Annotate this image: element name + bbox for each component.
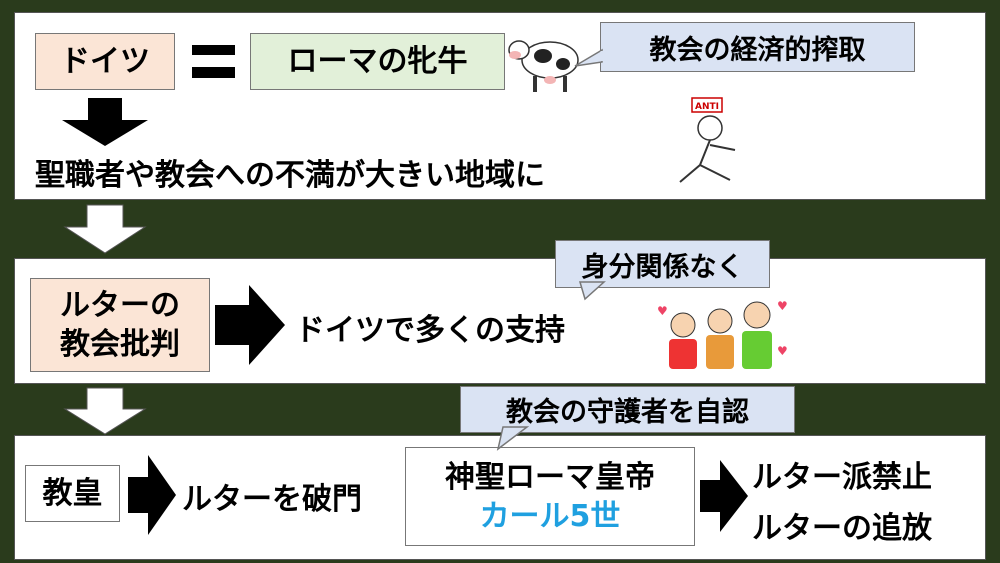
down-arrow-white-icon <box>63 204 147 254</box>
cheering-people-icon: ♥ ♥ ♥ <box>657 299 788 369</box>
down-arrow-icon <box>62 98 148 146</box>
ban-lutheranism-text: ルター派禁止 <box>752 460 932 495</box>
right-arrow-icon <box>128 455 176 535</box>
roman-cow-label: ローマの牝牛 <box>287 44 468 79</box>
right-arrow-icon <box>215 285 285 365</box>
svg-text:ANTI: ANTI <box>695 102 719 112</box>
callout-text: 教会の守護者を自認 <box>506 397 749 428</box>
pope-label: 教皇 <box>42 476 103 511</box>
callout-tail <box>574 48 604 67</box>
equals-sign <box>192 45 235 55</box>
pope-box: 教皇 <box>25 465 120 522</box>
equals-sign-bar <box>192 67 235 78</box>
economic-exploitation-callout: 教会の経済的搾取 <box>600 22 915 72</box>
support-text: ドイツで多くの支持 <box>295 313 565 348</box>
luther-criticism-line1: ルターの <box>60 288 180 323</box>
emperor-title: 神聖ローマ皇帝 <box>445 459 655 495</box>
right-arrow-icon <box>700 460 748 532</box>
svg-text:♥: ♥ <box>657 304 668 318</box>
svg-text:♥: ♥ <box>777 344 788 358</box>
germany-label: ドイツ <box>60 44 150 79</box>
banish-luther-text: ルターの追放 <box>752 511 932 546</box>
emperor-name: カール5世 <box>479 498 621 534</box>
svg-text:♥: ♥ <box>777 299 788 313</box>
germany-box: ドイツ <box>35 33 175 90</box>
down-arrow-white-icon <box>63 387 147 435</box>
roman-cow-box: ローマの牝牛 <box>250 33 505 90</box>
luther-criticism-line2: 教会批判 <box>60 327 180 362</box>
callout-text: 身分関係なく <box>581 251 744 283</box>
callout-tail <box>496 426 530 451</box>
excommunication-text: ルターを破門 <box>182 482 362 517</box>
emperor-box: 神聖ローマ皇帝 カール5世 <box>405 447 695 546</box>
luther-criticism-box: ルターの 教会批判 <box>30 278 210 372</box>
callout-tail <box>578 281 606 301</box>
regardless-of-status-callout: 身分関係なく <box>555 240 770 288</box>
callout-text: 教会の経済的搾取 <box>649 34 866 66</box>
protector-of-church-callout: 教会の守護者を自認 <box>460 386 795 433</box>
cow-icon <box>508 40 579 92</box>
discontent-text: 聖職者や教会への不満が大きい地域に <box>35 158 545 193</box>
anti-protester-icon: ANTI <box>679 97 736 183</box>
